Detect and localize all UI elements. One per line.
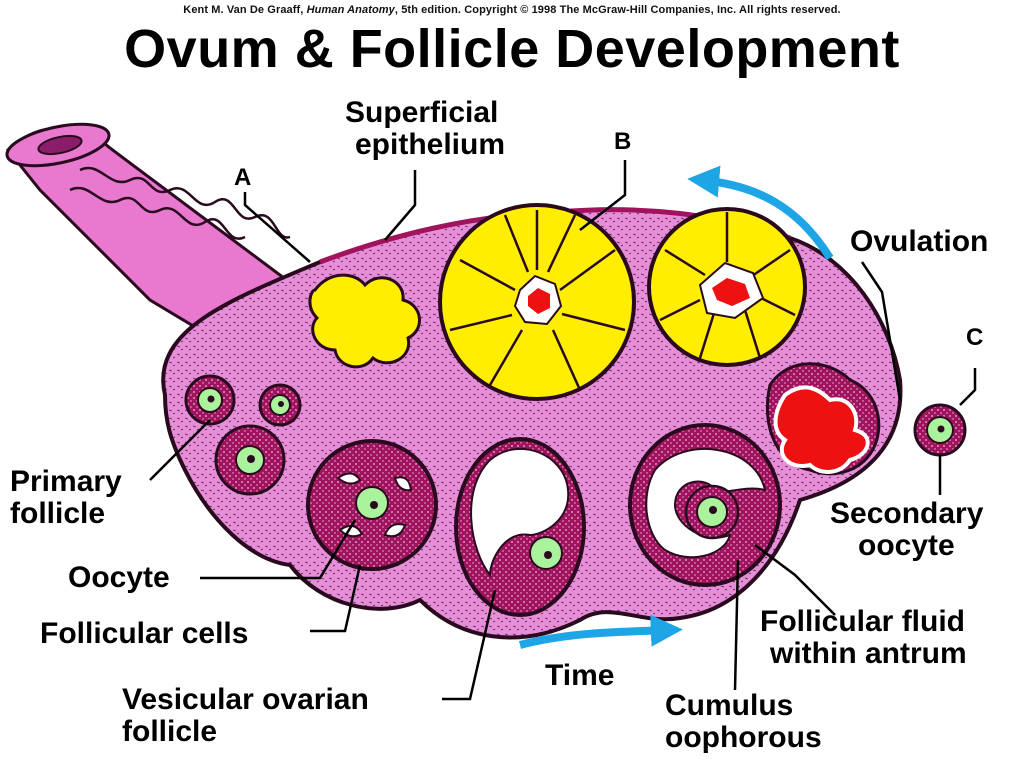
corpus-luteum-small (647, 207, 807, 367)
primary-follicles (184, 374, 302, 496)
corpus-luteum-large (438, 203, 636, 401)
label-oocyte: Oocyte (68, 561, 170, 594)
label-c: C (966, 324, 984, 351)
label-ovulation: Ovulation (850, 225, 989, 258)
time-arrow (518, 614, 683, 649)
released-oocyte (913, 403, 967, 457)
secondary-follicle (306, 439, 438, 571)
ovulation-arrow (687, 165, 834, 261)
label-time: Time (545, 659, 615, 692)
page-title: Ovum & Follicle Development (124, 19, 900, 79)
ruptured-follicle (765, 362, 881, 476)
corpus-albicans (308, 273, 421, 369)
copyright-credit: Kent M. Van De Graaff, Human Anatomy, 5t… (183, 4, 841, 16)
label-b: B (614, 128, 632, 155)
leader-lines (149, 160, 977, 701)
label-follicular-cells: Follicular cells (40, 617, 249, 650)
label-a: A (234, 164, 252, 191)
vesicular-follicle (454, 437, 586, 617)
mature-follicle (628, 423, 782, 587)
